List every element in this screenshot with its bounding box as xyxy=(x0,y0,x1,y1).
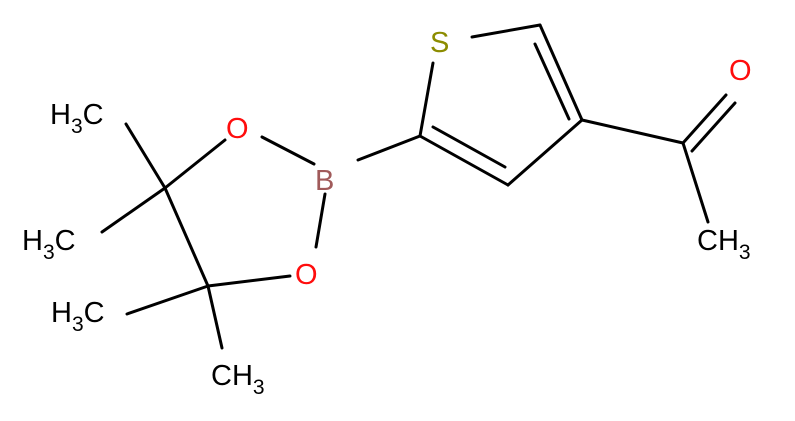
ketone-oxygen-atom: O xyxy=(729,55,752,87)
dioxaborolane-oxygen-upper: O xyxy=(226,113,249,145)
bond-o-lower-c xyxy=(206,274,292,288)
bond-o-upper-c xyxy=(163,138,227,190)
bond-c-c-ring xyxy=(163,186,210,288)
dioxaborolane-oxygen-lower: O xyxy=(295,259,318,291)
bond-c5-b xyxy=(356,134,422,162)
bond-c3-c4 xyxy=(506,118,584,187)
bond-methyl-3 xyxy=(125,284,210,316)
bond-methyl-4 xyxy=(206,284,224,350)
bond-carbonyl-methyl xyxy=(681,141,710,224)
methyl-label-top: H3C xyxy=(50,99,104,138)
bond-layer xyxy=(100,23,737,350)
bond-carbonyl-o-1 xyxy=(681,93,728,145)
bond-b-o-lower xyxy=(314,192,327,249)
bond-c4-c5 xyxy=(418,134,510,187)
methyl-label-lower-middle: H3C xyxy=(51,297,105,336)
bond-c4-c5-inner xyxy=(431,125,507,169)
bond-carbonyl-o-2 xyxy=(690,101,737,153)
atom-labels: S O O O B xyxy=(226,27,752,291)
bond-methyl-1 xyxy=(124,122,167,190)
bond-c2-c3 xyxy=(538,23,584,122)
bond-s-c2 xyxy=(470,23,542,39)
bond-c3-carbonyl xyxy=(580,118,685,145)
bond-c2-c3-inner xyxy=(533,42,571,121)
bond-methyl-2 xyxy=(100,186,167,234)
bond-c5-s xyxy=(418,61,435,138)
methyl-labels: H3C H3C H3C CH3 CH3 xyxy=(22,99,751,399)
bond-b-o-upper xyxy=(260,135,316,166)
sulfur-atom: S xyxy=(430,27,449,59)
methyl-label-bottom: CH3 xyxy=(211,360,265,399)
acetyl-methyl-label: CH3 xyxy=(697,225,751,264)
boron-atom: B xyxy=(315,165,334,197)
methyl-label-upper-middle: H3C xyxy=(22,225,76,264)
